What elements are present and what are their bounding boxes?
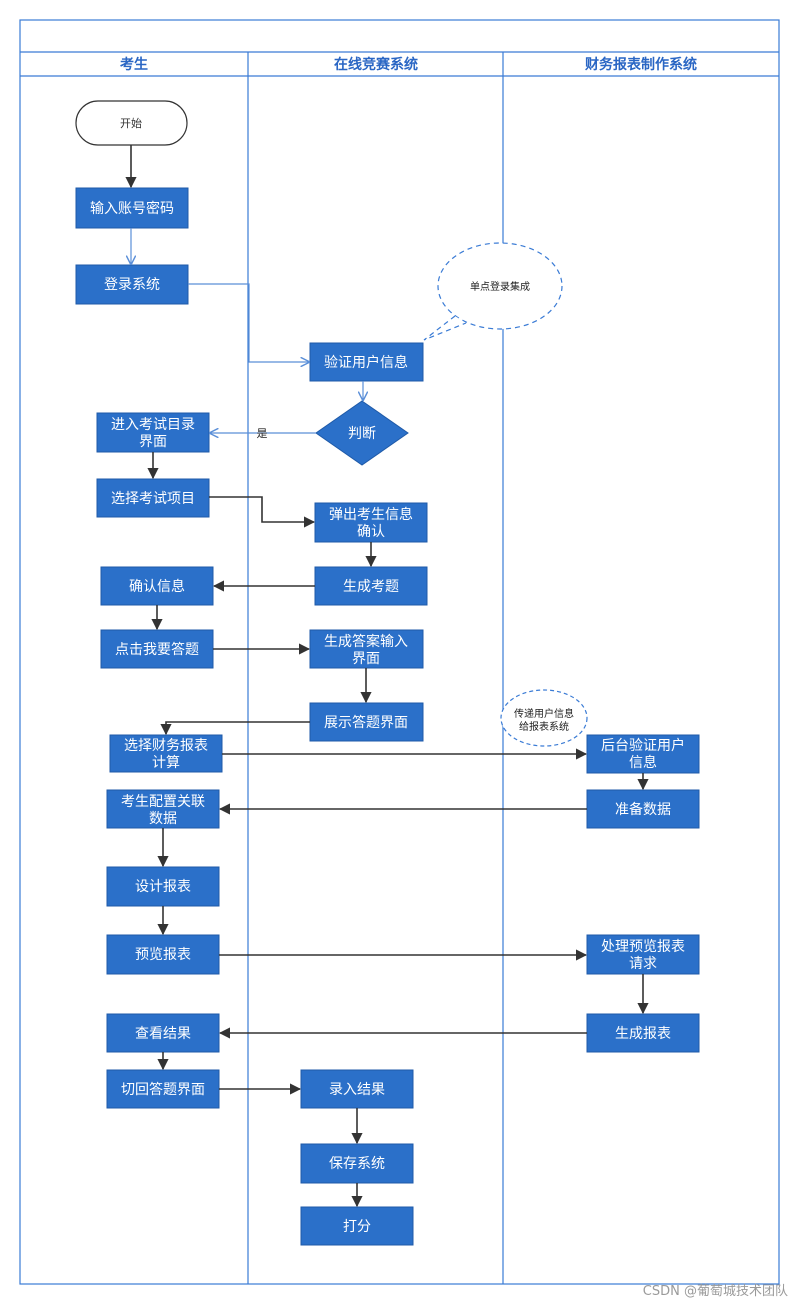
node-select-report-label-1: 选择财务报表: [124, 738, 208, 754]
node-backend-verify-label-2: 信息: [629, 754, 657, 771]
node-show-answer-ui-label: 展示答题界面: [324, 714, 408, 731]
node-prepare-data-label: 准备数据: [615, 801, 671, 818]
note-pass-user-info: 传递用户信息 给报表系统: [500, 689, 588, 747]
node-select-project: 选择考试项目: [96, 478, 210, 518]
node-prepare-data: 准备数据: [586, 789, 700, 829]
edge-login-to-verify: [188, 283, 309, 362]
node-switch-back-label: 切回答题界面: [121, 1081, 205, 1098]
node-verify-user-label: 验证用户信息: [324, 354, 408, 371]
node-process-preview-label-2: 请求: [629, 956, 657, 972]
node-design-report-label: 设计报表: [135, 879, 191, 895]
node-preview-report-label: 预览报表: [135, 947, 191, 963]
node-confirm-info: 确认信息: [100, 566, 214, 606]
edge-select-to-popup: [209, 496, 316, 528]
node-gen-questions: 生成考题: [314, 566, 428, 606]
edge-show-to-select-report: [160, 721, 310, 736]
node-backend-verify: 后台验证用户 信息: [586, 734, 700, 774]
node-save-system: 保存系统: [300, 1143, 414, 1184]
node-enter-catalog: 进入考试目录 界面: [96, 412, 210, 453]
node-select-report-label-2: 计算: [152, 755, 180, 771]
node-gen-answer-ui-label-1: 生成答案输入: [324, 633, 408, 650]
connectors: [125, 145, 649, 1208]
watermark: CSDN @葡萄城技术团队: [643, 1284, 788, 1299]
node-click-answer: 点击我要答题: [100, 629, 214, 669]
note-sso-label: 单点登录集成: [470, 280, 530, 293]
node-record-result-label: 录入结果: [329, 1082, 385, 1098]
lane-header-competition-system: 在线竞赛系统: [334, 56, 418, 73]
node-score: 打分: [300, 1206, 414, 1246]
node-verify-user: 验证用户信息: [309, 342, 424, 382]
node-click-answer-label: 点击我要答题: [115, 641, 199, 658]
node-input-account-label: 输入账号密码: [90, 200, 174, 217]
node-save-system-label: 保存系统: [329, 1156, 385, 1172]
node-popup-info-label-2: 确认: [357, 524, 385, 540]
node-design-report: 设计报表: [106, 866, 220, 907]
node-gen-report-label: 生成报表: [615, 1026, 671, 1042]
node-decision-label: 判断: [348, 426, 376, 442]
note-pass-user-info-label-1: 传递用户信息: [514, 707, 574, 720]
node-gen-report: 生成报表: [586, 1013, 700, 1053]
node-login-label: 登录系统: [104, 277, 160, 293]
node-enter-catalog-label-2: 界面: [139, 434, 167, 450]
start-node: 开始: [75, 100, 188, 146]
node-select-project-label: 选择考试项目: [111, 491, 195, 507]
node-process-preview-label-1: 处理预览报表: [601, 939, 685, 955]
note-sso: 单点登录集成: [423, 242, 563, 341]
start-label: 开始: [120, 116, 142, 130]
node-decision: 判断: [315, 400, 409, 466]
node-show-answer-ui: 展示答题界面: [309, 702, 424, 742]
node-configure-data-label-2: 数据: [149, 811, 177, 827]
node-popup-info-label-1: 弹出考生信息: [329, 506, 413, 523]
node-process-preview: 处理预览报表 请求: [586, 934, 700, 975]
node-configure-data: 考生配置关联 数据: [106, 789, 220, 829]
note-pass-user-info-label-2: 给报表系统: [519, 720, 569, 733]
node-input-account: 输入账号密码: [75, 187, 189, 229]
node-preview-report: 预览报表: [106, 934, 220, 975]
node-gen-answer-ui: 生成答案输入 界面: [309, 629, 424, 669]
node-score-label: 打分: [343, 1218, 371, 1235]
node-enter-catalog-label-1: 进入考试目录: [111, 417, 195, 433]
lane-header-candidate: 考生: [120, 56, 148, 73]
node-gen-questions-label: 生成考题: [343, 579, 399, 595]
node-switch-back: 切回答题界面: [106, 1069, 220, 1109]
node-gen-answer-ui-label-2: 界面: [352, 651, 380, 667]
lane-header-finance-system: 财务报表制作系统: [584, 56, 697, 73]
node-record-result: 录入结果: [300, 1069, 414, 1109]
node-confirm-info-label: 确认信息: [129, 578, 185, 595]
node-select-report: 选择财务报表 计算: [109, 734, 223, 773]
edge-label-yes: 是: [257, 427, 268, 440]
node-view-result: 查看结果: [106, 1013, 220, 1053]
node-configure-data-label-1: 考生配置关联: [121, 794, 205, 810]
node-popup-info: 弹出考生信息 确认: [314, 502, 428, 543]
node-login: 登录系统: [75, 264, 189, 305]
node-view-result-label: 查看结果: [135, 1026, 191, 1042]
node-backend-verify-label-1: 后台验证用户: [601, 737, 685, 754]
